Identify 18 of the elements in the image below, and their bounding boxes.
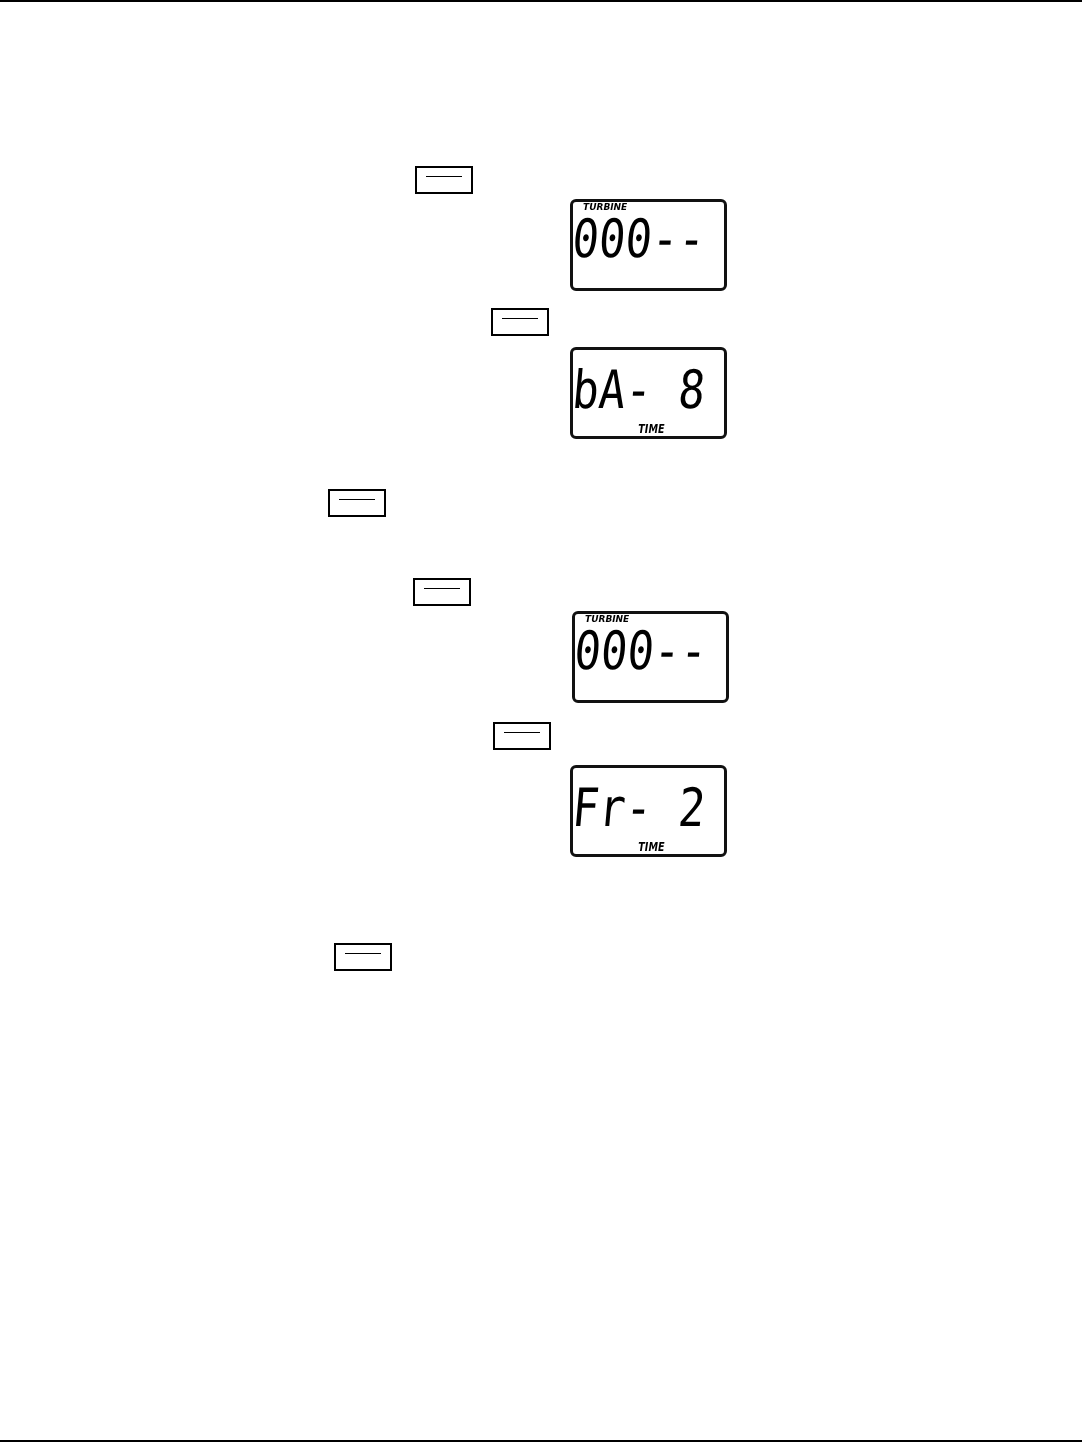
lcd-display bbox=[570, 199, 727, 291]
lcd-display bbox=[572, 611, 729, 703]
button-key bbox=[493, 722, 551, 750]
display-readout: bA- 8 bbox=[570, 364, 708, 417]
lcd-display bbox=[570, 765, 727, 857]
display-indicator: TURBINE bbox=[583, 202, 628, 212]
display-readout: 000-- bbox=[572, 625, 710, 678]
display-readout: Fr- 2 bbox=[570, 782, 708, 835]
display-indicator: TURBINE bbox=[585, 614, 630, 624]
lcd-display bbox=[570, 347, 727, 439]
button-key bbox=[415, 166, 473, 194]
display-indicator: TIME bbox=[638, 422, 665, 436]
display-readout: 000-- bbox=[570, 213, 708, 266]
button-key bbox=[491, 308, 549, 336]
display-indicator: TIME bbox=[638, 840, 665, 854]
button-key bbox=[413, 578, 471, 606]
button-key bbox=[334, 943, 392, 971]
button-key bbox=[328, 489, 386, 517]
